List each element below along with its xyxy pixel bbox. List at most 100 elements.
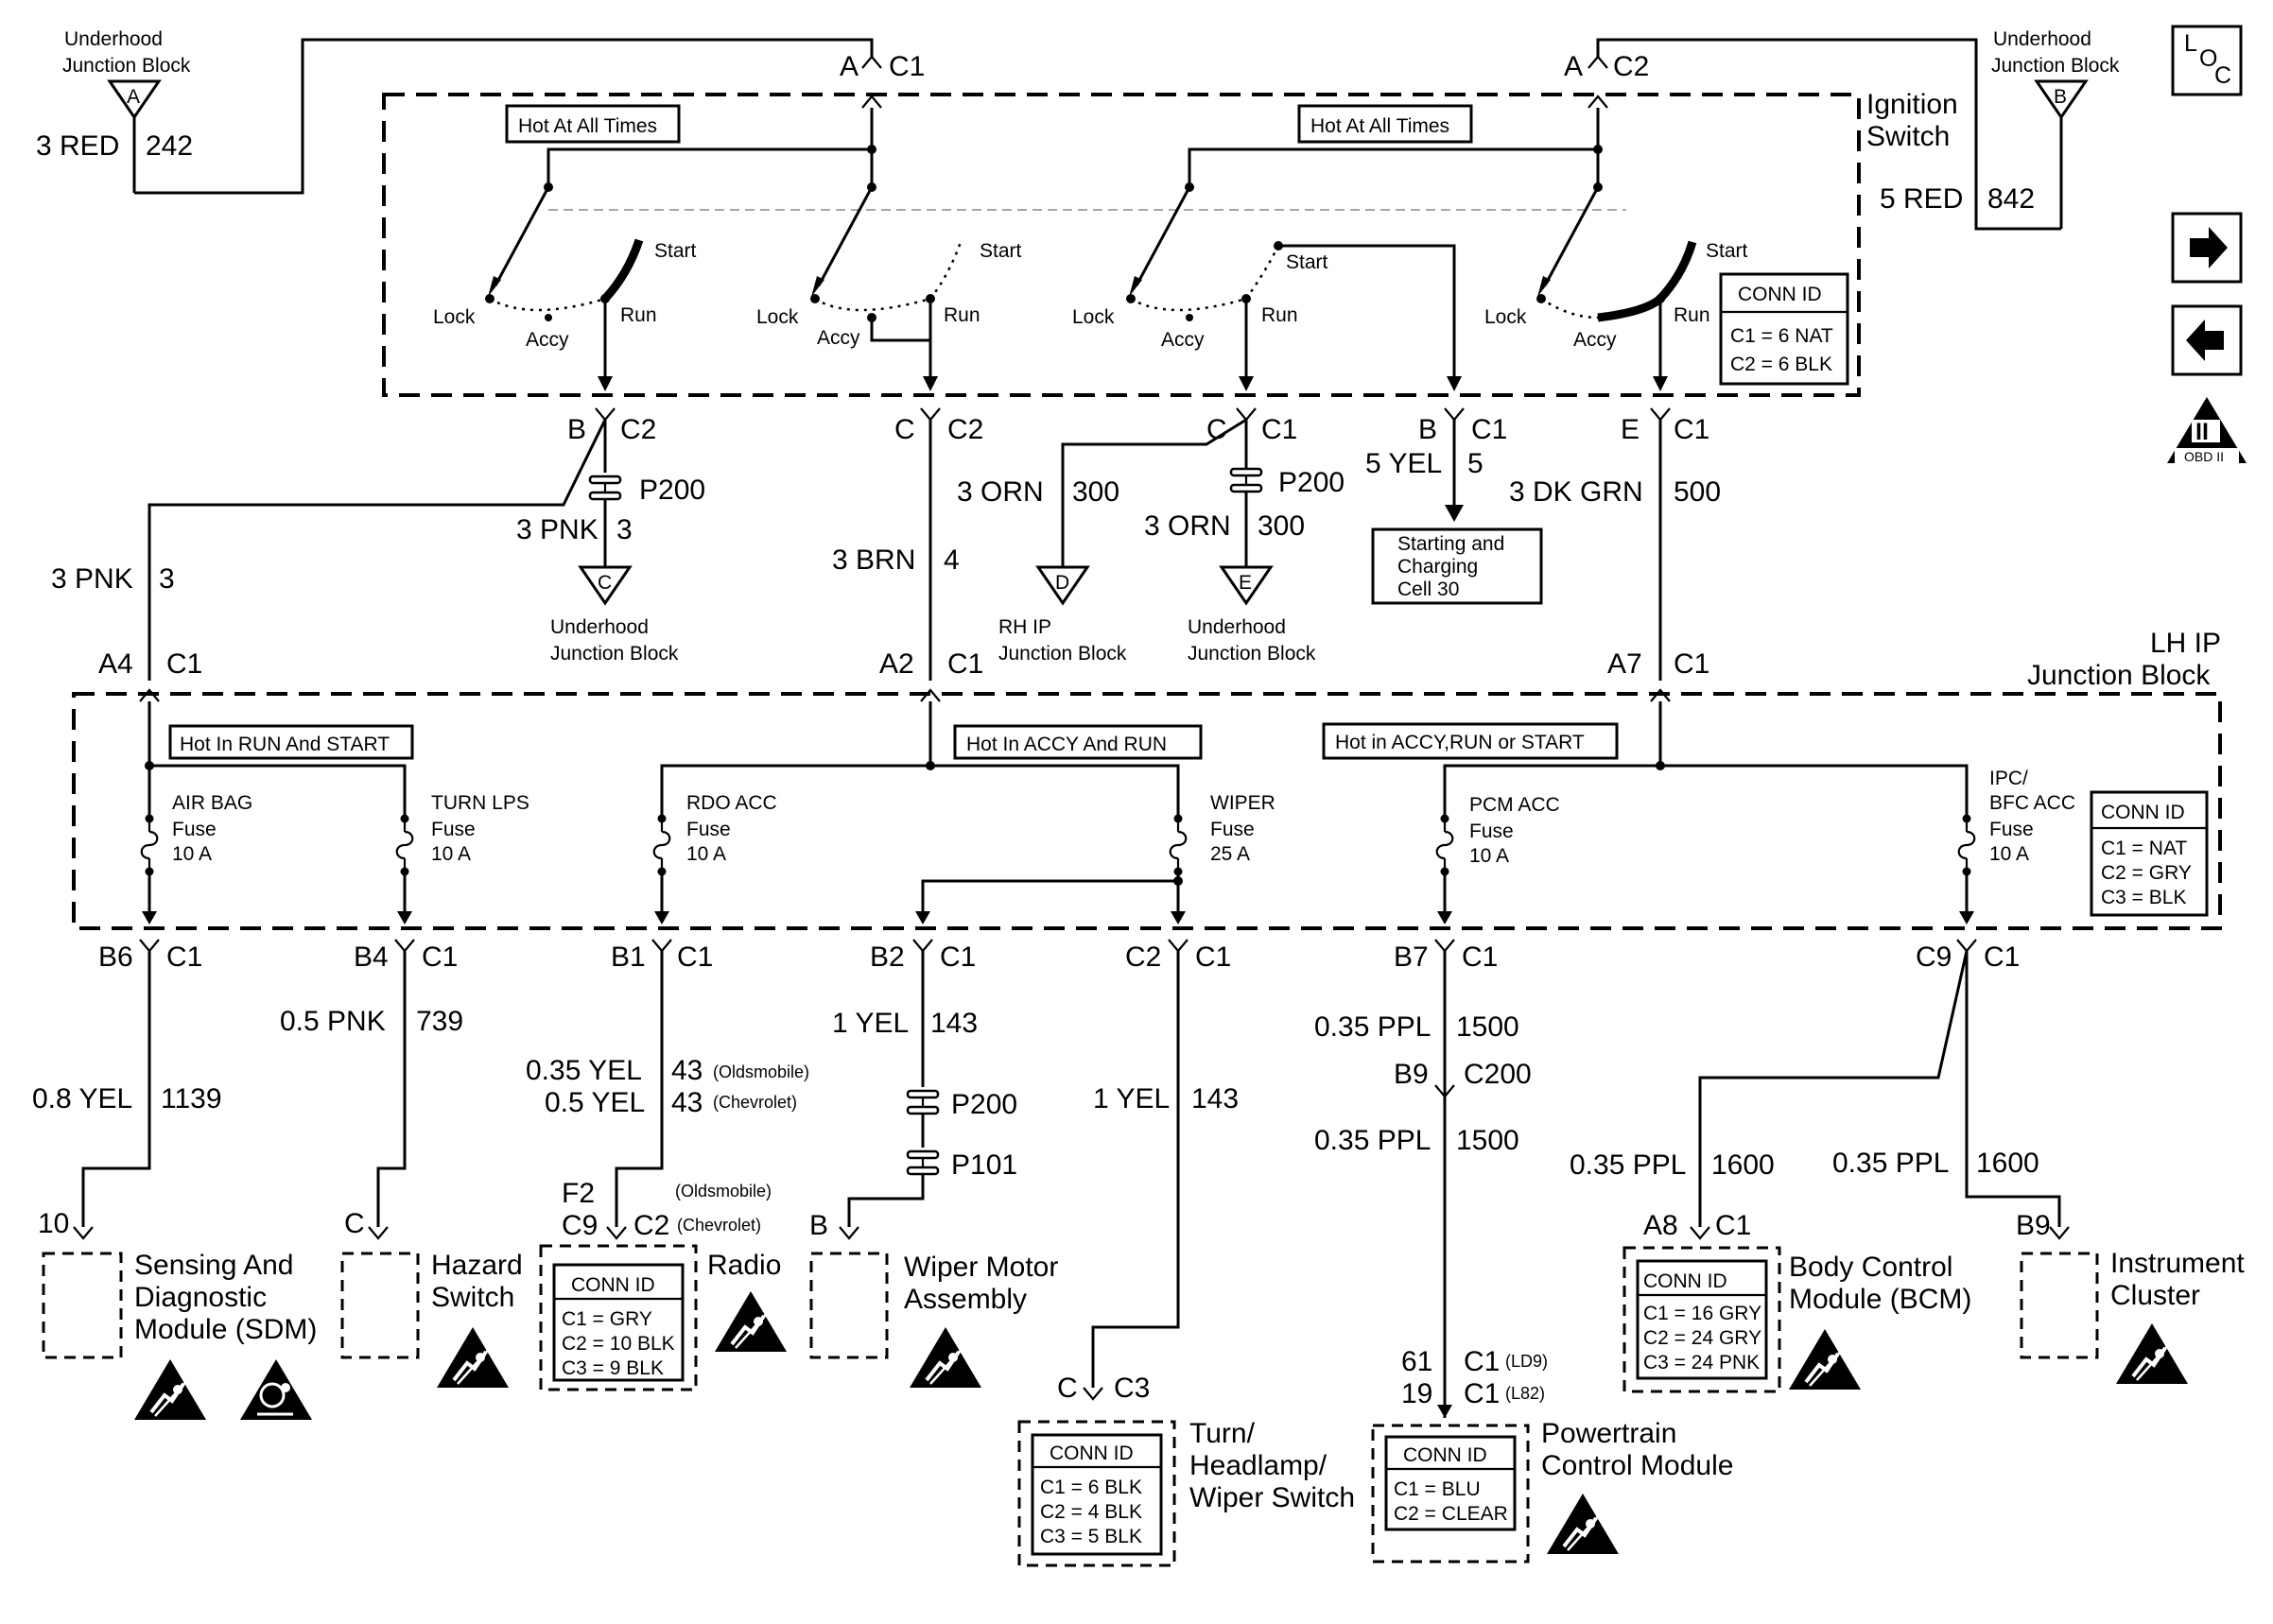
svg-text:Diagnostic: Diagnostic: [134, 1282, 267, 1313]
svg-text:C3 = 9 BLK: C3 = 9 BLK: [562, 1357, 664, 1379]
svg-text:Accy: Accy: [817, 327, 860, 349]
svg-text:C2: C2: [620, 414, 656, 445]
svg-text:Fuse: Fuse: [431, 819, 476, 840]
component-pcm[interactable]: 61 C1 (LD9) 19 C1 (L82) CONN ID C1 = BLU…: [1371, 1346, 1733, 1564]
connector-pin: C: [344, 1208, 365, 1239]
svg-text:Turn/: Turn/: [1189, 1418, 1256, 1449]
connector-c2-c1: C2 C1: [1125, 939, 1231, 973]
esd-sensitive-icon: [1787, 1327, 1863, 1391]
svg-text:Body Control: Body Control: [1789, 1252, 1952, 1283]
svg-text:O: O: [2199, 45, 2217, 72]
svg-text:Starting and: Starting and: [1397, 533, 1504, 555]
esd-sensitive-icon: [908, 1325, 983, 1390]
svg-text:B2: B2: [870, 942, 905, 973]
hot-label: [953, 724, 1203, 760]
svg-text:0.35 YEL: 0.35 YEL: [526, 1055, 642, 1086]
svg-text:Start: Start: [1706, 240, 1748, 262]
svg-text:D: D: [1055, 572, 1069, 594]
svg-text:Run: Run: [620, 304, 657, 326]
svg-text:C: C: [598, 572, 612, 594]
svg-text:C: C: [894, 414, 915, 445]
svg-text:C1: C1: [889, 51, 925, 82]
fuse-turn-lps: TURN LPS Fuse 10 A: [395, 792, 529, 877]
svg-text:CONN ID: CONN ID: [1738, 284, 1822, 305]
svg-text:C1: C1: [1984, 942, 2020, 973]
svg-text:25 A: 25 A: [1210, 843, 1250, 865]
svg-text:Hot At All Times: Hot At All Times: [1310, 115, 1449, 137]
svg-text:Lock: Lock: [433, 306, 476, 328]
svg-text:C1: C1: [1471, 414, 1507, 445]
component-sdm[interactable]: 10 Sensing And Diagnostic Module (SDM): [38, 1208, 317, 1422]
svg-text:BFC ACC: BFC ACC: [1989, 792, 2075, 814]
ign-output-connectors: B C2 C C2 C C1 B C1 E C1: [567, 407, 1709, 445]
connector-label: C3: [1114, 1373, 1150, 1404]
svg-text:3: 3: [616, 514, 633, 545]
previous-page-arrow-icon[interactable]: [2171, 304, 2243, 376]
next-page-arrow-icon[interactable]: [2171, 212, 2243, 284]
connector-pin: 19: [1401, 1378, 1432, 1409]
svg-text:B: B: [567, 414, 586, 445]
source-title: Underhood: [1993, 28, 2091, 50]
svg-text:0.35 PPL: 0.35 PPL: [1314, 1011, 1431, 1043]
splice-label: P200: [639, 475, 705, 506]
svg-text:B: B: [1418, 414, 1437, 445]
svg-text:Hot In RUN And START: Hot In RUN And START: [180, 734, 390, 755]
svg-text:(LD9): (LD9): [1505, 1352, 1548, 1371]
svg-text:5: 5: [1467, 448, 1484, 479]
component-hazard-switch[interactable]: C Hazard Switch: [340, 1208, 523, 1390]
starting-charging-ref[interactable]: Starting and Charging Cell 30: [1371, 527, 1543, 605]
svg-text:C1 = BLU: C1 = BLU: [1394, 1478, 1481, 1500]
svg-text:C2 = 6 BLK: C2 = 6 BLK: [1730, 354, 1832, 375]
svg-text:E: E: [1239, 572, 1252, 594]
connector-a4-c1: A4 C1: [98, 648, 202, 680]
svg-text:3: 3: [159, 563, 175, 595]
svg-text:5 YEL: 5 YEL: [1365, 448, 1442, 479]
svg-text:RH IP: RH IP: [998, 616, 1051, 638]
splice-label: P101: [951, 1149, 1017, 1181]
svg-text:(Oldsmobile): (Oldsmobile): [675, 1182, 772, 1201]
junction-letter: A: [127, 86, 140, 108]
svg-text:C1 = GRY: C1 = GRY: [562, 1308, 652, 1330]
svg-text:C1: C1: [422, 942, 458, 973]
component-bcm[interactable]: A8 C1 CONN ID C1 = 16 GRY C2 = 24 GRY C3…: [1622, 1210, 1971, 1393]
circuit-number: 242: [146, 130, 193, 162]
svg-text:C2: C2: [633, 1210, 669, 1241]
svg-text:739: 739: [416, 1006, 463, 1037]
component-title: Junction Block: [2027, 660, 2211, 691]
svg-text:RDO ACC: RDO ACC: [686, 792, 777, 814]
junction-triangle: [2034, 79, 2089, 120]
svg-text:Lock: Lock: [1484, 306, 1527, 328]
svg-text:Accy: Accy: [526, 329, 569, 351]
svg-text:Fuse: Fuse: [1210, 819, 1255, 840]
svg-text:A2: A2: [879, 648, 914, 680]
connector-label: C1: [1464, 1378, 1500, 1409]
component-instrument-cluster[interactable]: B9 Instrument Cluster: [2016, 1210, 2245, 1386]
svg-text:143: 143: [1191, 1083, 1239, 1114]
ignition-switch: Ignition Switch Hot At All Times Hot At …: [382, 89, 1958, 397]
svg-text:Headlamp/: Headlamp/: [1189, 1450, 1327, 1481]
svg-text:PCM ACC: PCM ACC: [1469, 794, 1560, 816]
svg-text:0.5 PNK: 0.5 PNK: [280, 1006, 386, 1037]
component-turn-headlamp-wiper-switch[interactable]: C C3 CONN ID C1 = 6 BLK C2 = 4 BLK C3 = …: [1017, 1373, 1355, 1567]
svg-text:C1: C1: [166, 942, 202, 973]
svg-text:300: 300: [1072, 476, 1119, 508]
svg-text:1139: 1139: [161, 1083, 222, 1114]
component-wiper-motor[interactable]: B Wiper Motor Assembly: [809, 1210, 1058, 1390]
circuit-number: 842: [1987, 183, 2035, 215]
svg-text:Wiper Switch: Wiper Switch: [1189, 1482, 1355, 1513]
loc-icon[interactable]: L O C: [2171, 25, 2243, 96]
connector-pin: 10: [38, 1208, 69, 1239]
component-radio[interactable]: F2 C9 (Oldsmobile) C2 (Chevrolet) CONN I…: [539, 1178, 789, 1391]
switch-section-4: Lock Accy Run Start: [1484, 182, 1748, 391]
svg-text:Instrument: Instrument: [2110, 1248, 2245, 1279]
underhood-junction-c: C Underhood Junction Block: [550, 565, 679, 665]
svg-text:0.5 YEL: 0.5 YEL: [545, 1087, 645, 1118]
svg-text:4: 4: [944, 544, 960, 576]
svg-text:Fuse: Fuse: [172, 819, 217, 840]
svg-text:B4: B4: [354, 942, 389, 973]
junction-letter: B: [2054, 86, 2067, 108]
rh-ip-junction-d: D RH IP Junction Block: [998, 565, 1127, 665]
ignition-switch-outline: [382, 93, 1861, 397]
svg-text:3 ORN: 3 ORN: [1144, 510, 1231, 542]
connector-pin: A8: [1643, 1210, 1678, 1241]
